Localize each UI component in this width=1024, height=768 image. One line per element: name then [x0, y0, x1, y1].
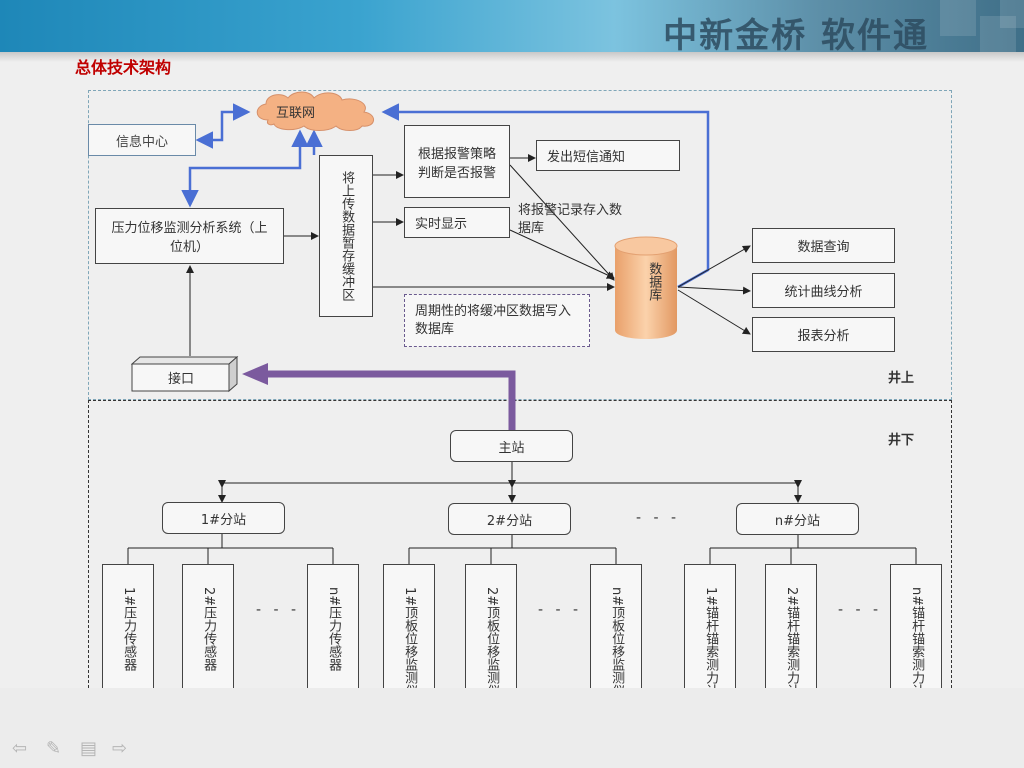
buffer-box: 将上传数据暂存缓冲区 [319, 155, 373, 317]
brand-logo-text: 中新金桥 软件通 [663, 16, 929, 56]
alarm-judge-box: 根据报警策略判断是否报警 [404, 125, 510, 198]
bolt-dynamometer-n: n#锚杆锚索测力计 [890, 564, 942, 708]
pressure-sensor-n: n#压力传感器 [307, 564, 359, 708]
interface-label: 接口 [168, 372, 195, 387]
monitor-system-box: 压力位移监测分析系统（上位机） [95, 208, 284, 264]
periodic-note: 周期性的将缓冲区数据写入数据库 [404, 294, 590, 347]
interface-block [131, 356, 239, 393]
internet-cloud-icon [256, 91, 374, 131]
database-label: 数据库 [646, 262, 662, 301]
pressure-sensor-2: 2#压力传感器 [182, 564, 234, 708]
alarm-record-note: 将报警记录存入数据库 [518, 203, 623, 236]
substation-2-box: 2#分站 [448, 503, 571, 535]
query-box: 数据查询 [752, 228, 895, 263]
pen-icon[interactable]: ✎ [46, 738, 62, 759]
bolt-dynamometer-1: 1#锚杆锚索测力计 [684, 564, 736, 708]
substation-n-box: n#分站 [736, 503, 859, 535]
slide-title: 总体技术架构 [75, 58, 172, 77]
info-center-box: 信息中心 [88, 124, 196, 156]
header-shadow [0, 52, 1024, 62]
internet-label: 互联网 [276, 106, 316, 121]
master-station-box: 主站 [450, 430, 573, 462]
pressure-sensor-1: 1#压力传感器 [102, 564, 154, 708]
next-arrow-icon[interactable]: ⇨ [112, 738, 128, 759]
footer-bar [0, 688, 1024, 768]
curve-box: 统计曲线分析 [752, 273, 895, 308]
surface-label: 井上 [888, 371, 915, 386]
roof-displacement-n: n#顶板位移监测仪 [590, 564, 642, 708]
group3-ellipsis: - - - [838, 602, 883, 618]
substation-1-box: 1#分站 [162, 502, 285, 534]
group1-ellipsis: - - - [256, 602, 301, 618]
group2-ellipsis: - - - [538, 602, 583, 618]
region-surface [88, 90, 952, 400]
underground-label: 井下 [888, 433, 915, 448]
realtime-box: 实时显示 [404, 207, 510, 238]
prev-arrow-icon[interactable]: ⇦ [12, 738, 28, 759]
roof-displacement-2: 2#顶板位移监测仪 [465, 564, 517, 708]
menu-icon[interactable]: ▤ [80, 738, 98, 759]
bolt-dynamometer-2: 2#锚杆锚索测力计 [765, 564, 817, 708]
database-icon [614, 236, 678, 339]
sms-box: 发出短信通知 [536, 140, 680, 171]
report-box: 报表分析 [752, 317, 895, 352]
slide-header: 中新金桥 软件通 [0, 0, 1024, 56]
roof-displacement-1: 1#顶板位移监测仪 [383, 564, 435, 708]
substation-ellipsis: - - - [636, 510, 681, 526]
